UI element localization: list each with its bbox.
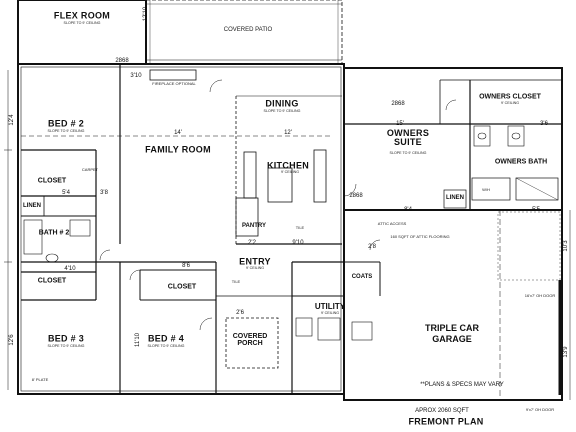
room-owners-suite: OWNERS SUITE: [386, 128, 430, 147]
room-bed4-note: SLOPE TO 9' CEILING: [147, 344, 185, 349]
exterior-wall-inner: [20, 66, 342, 392]
dim-5-5: 5'5: [532, 207, 540, 213]
dim-12: 12': [284, 130, 292, 136]
note-attic-flooring: 160 SQFT OF ATTIC FLOORING: [390, 234, 450, 239]
note-tile-entry: TILE: [231, 279, 241, 284]
room-dining: DINING: [265, 98, 299, 109]
room-triple-garage: TRIPLE CAR GARAGE: [425, 322, 479, 344]
dim-3-8: 3'8: [100, 190, 108, 196]
dim-15: 15': [396, 121, 404, 127]
dim-10-3: 10'3: [563, 240, 569, 252]
garage-walls: [343, 209, 563, 401]
dim-13-9: 13'9: [563, 346, 569, 358]
dim-3-6: 3'6: [540, 121, 548, 127]
dim-2-6: 2'6: [236, 310, 244, 316]
room-family: FAMILY ROOM: [145, 144, 211, 155]
dim-2-8: 2'8: [368, 244, 376, 250]
room-linen-b: LINEN: [446, 195, 464, 201]
note-plate: 8' PLATE: [31, 377, 49, 382]
room-covered-patio: COVERED PATIO: [223, 27, 273, 33]
room-closet-a: CLOSET: [37, 177, 67, 185]
plan-name: FREMONT PLAN: [408, 416, 484, 427]
dim-14: 14': [174, 130, 182, 136]
note-tile: TILE: [295, 225, 305, 230]
room-bed3: BED # 3: [47, 333, 85, 344]
room-owners-suite-note: SLOPE TO 9' CEILING: [389, 151, 427, 156]
dim-8-6: 8'6: [182, 263, 190, 269]
room-flex: FLEX ROOM: [53, 10, 111, 21]
note-fireplace: FIREPLACE OPTIONAL: [152, 81, 196, 86]
room-dining-note: SLOPE TO 9' CEILING: [263, 109, 301, 114]
dim-3-10: 3'10: [130, 73, 142, 79]
note-door-9: 9'x7' OH DOOR: [525, 407, 555, 412]
room-pantry: PANTRY: [242, 223, 266, 229]
room-covered-porch: COVERED PORCH: [232, 333, 268, 347]
room-utility: UTILITY: [314, 302, 346, 311]
room-linen-a: LINEN: [23, 203, 41, 209]
note-door-16: 16'x7' OH DOOR: [524, 293, 556, 298]
room-closet-b: CLOSET: [37, 277, 67, 285]
dim-12-10: 12'10: [143, 6, 149, 22]
dim-2868-b: 2868: [349, 193, 363, 199]
room-bath2: BATH # 2: [38, 229, 70, 237]
room-flex-note: SLOPE TO 9' CEILING: [63, 21, 101, 26]
dim-9-10: 9'10: [292, 240, 304, 246]
room-utility-note: 9' CEILING: [320, 311, 340, 316]
room-coats: COATS: [351, 274, 373, 280]
room-bed3-note: SLOPE TO 9' CEILING: [47, 344, 85, 349]
dim-2-2: 2'2: [248, 240, 256, 246]
room-bed2: BED # 2: [47, 118, 85, 129]
dim-4-10: 4'10: [64, 266, 76, 272]
room-owners-bath: OWNERS BATH: [494, 158, 548, 166]
dim-2868-c: 2868: [391, 101, 405, 107]
plans-note: **PLANS & SPECS MAY VARY: [420, 382, 504, 388]
dim-2868-a: 2868: [115, 58, 129, 64]
dim-12-4: 12'4: [9, 114, 15, 126]
owners-wing-walls: [343, 67, 563, 211]
room-owners-closet-note: 9' CEILING: [500, 101, 520, 106]
room-bed2-note: SLOPE TO 9' CEILING: [47, 129, 85, 134]
room-owners-closet: OWNERS CLOSET: [479, 93, 541, 101]
room-closet-c: CLOSET: [167, 283, 197, 291]
dim-5-4: 5'4: [62, 190, 70, 196]
room-entry-note: 9' CEILING: [245, 266, 265, 271]
note-wh: W/H: [482, 187, 490, 192]
room-entry: ENTRY: [239, 256, 271, 267]
dim-11-10: 11'10: [135, 332, 141, 348]
room-kitchen-note: 9' CEILING: [280, 170, 300, 175]
note-attic-access: ATTIC ACCESS: [377, 221, 407, 226]
room-kitchen: KITCHEN: [266, 160, 310, 171]
note-carpet: CARPET: [81, 167, 99, 172]
dim-12-6: 12'6: [9, 334, 15, 346]
room-bed4: BED # 4: [147, 333, 185, 344]
dim-8-4: 8'4: [404, 207, 412, 213]
sqft: APROX 2060 SQFT: [415, 408, 469, 414]
covered-patio-outline: [145, 0, 343, 65]
